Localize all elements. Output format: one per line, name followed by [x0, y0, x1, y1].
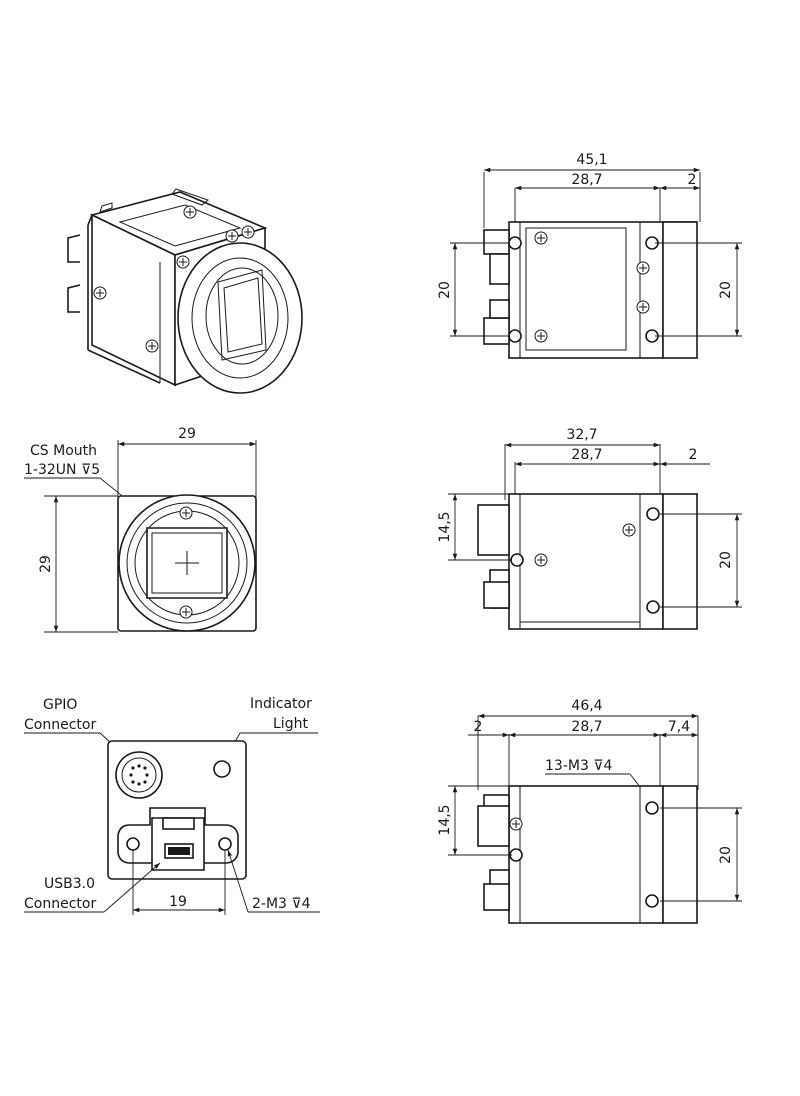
- dim-overall: 32,7: [566, 427, 597, 443]
- dim-overall: 46,4: [571, 698, 602, 714]
- isometric-view: [67, 188, 303, 394]
- dim-body: 28,7: [571, 172, 602, 188]
- cs-mouth-thread: 1-32UN ⊽5: [24, 462, 100, 478]
- gpio-pins-icon: [129, 764, 149, 786]
- dim-left-height: 14,5: [437, 511, 453, 542]
- gpio-label-line1: GPIO: [43, 697, 77, 713]
- indicator-label-line1: Indicator: [250, 696, 312, 712]
- gpio-label-line2: Connector: [24, 717, 96, 733]
- back-view: GPIO Connector Indicator Light USB3.0: [24, 696, 320, 915]
- hole-spec-label: 2-M3 ⊽4: [252, 896, 311, 912]
- dim-right: 7,4: [668, 719, 690, 735]
- indicator-label-line2: Light: [273, 716, 308, 732]
- dim-right-height: 20: [718, 846, 734, 864]
- dim-overall: 45,1: [576, 152, 607, 168]
- indicator-light-icon: [213, 760, 231, 778]
- dim-hole-spacing: 19: [169, 894, 187, 910]
- dim-width: 29: [178, 426, 196, 442]
- dim-flange: 2: [689, 447, 698, 463]
- dim-left-height: 20: [437, 281, 453, 299]
- hole-spec-label: 13-M3 ⊽4: [545, 758, 613, 774]
- usb-label-line1: USB3.0: [44, 876, 95, 892]
- dim-height: 29: [38, 555, 54, 573]
- dim-right-height: 20: [718, 281, 734, 299]
- side-view: 32,7 28,7 2 14,5 20: [437, 427, 742, 630]
- dim-left-height: 14,5: [437, 804, 453, 835]
- cs-mouth-label: CS Mouth: [30, 443, 97, 459]
- top-view: 45,1 28,7 2 20 20: [437, 152, 742, 359]
- usb-label-line2: Connector: [24, 896, 96, 912]
- bottom-view: 46,4 2 28,7 7,4 13-M3 ⊽4 14,5 20: [437, 698, 742, 924]
- dim-left-flange: 2: [474, 719, 483, 735]
- dim-right-height: 20: [718, 551, 734, 569]
- dim-body: 28,7: [571, 719, 602, 735]
- front-view: CS Mouth 1-32UN ⊽5 29 29: [24, 426, 257, 633]
- dim-flange: 2: [688, 172, 697, 188]
- dim-body: 28,7: [571, 447, 602, 463]
